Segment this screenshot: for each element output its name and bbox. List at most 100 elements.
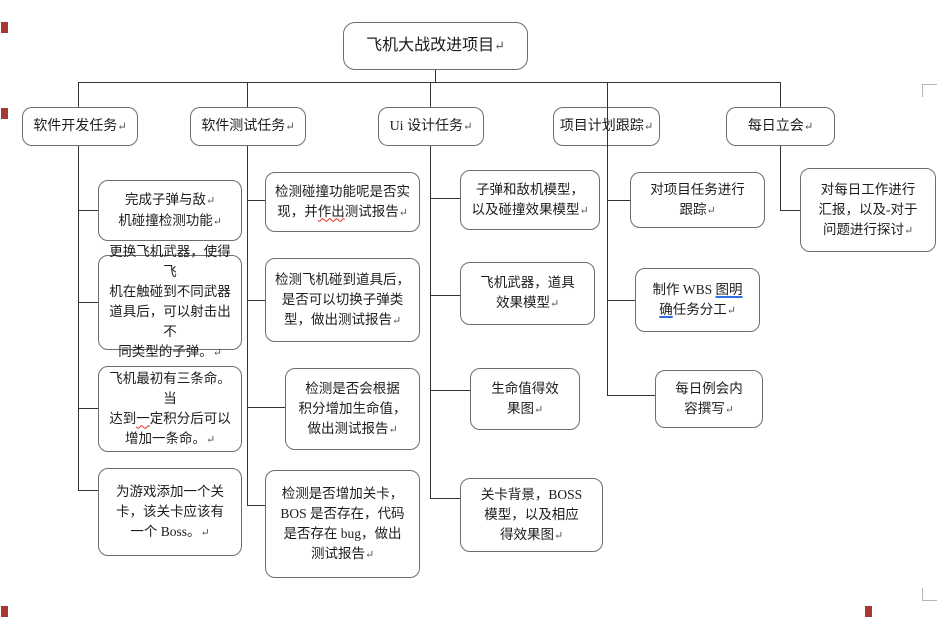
text-line: 汇报，以及-对于 [819,200,918,220]
text-line: 完成子弹与敌↵ [125,190,215,211]
connector-line [78,210,98,211]
dev-task-4[interactable]: 为游戏添加一个关卡，该关卡应该有一个 Boss。↵ [98,468,242,556]
ui-task-2[interactable]: 飞机武器，道具效果模型↵ [460,262,595,325]
text-line: 跟踪↵ [679,200,715,221]
text-line: 机碰撞检测功能↵ [118,211,222,232]
connector-line [780,210,800,211]
text-run: 以及碰撞效果模型 [471,201,580,217]
return-mark-icon: ↵ [285,120,295,133]
connector-line [780,82,781,107]
text-run: 积分增加生命值， [298,400,407,416]
text-line: 卡，该关卡应该有 [116,502,224,522]
text-line: 效果模型↵ [496,293,559,314]
text-line: 是否存在 bug，做出 [283,524,401,544]
branch-software-dev[interactable]: 软件开发任务↵ [22,107,138,146]
connector-line [430,295,460,296]
text-line: 更换飞机武器，使得飞 [103,242,237,282]
text-line: 软件开发任务↵ [33,117,126,137]
text-line: 积分增加生命值， [299,399,407,419]
plan-task-2[interactable]: 制作 WBS 图明确任务分工↵ [635,268,760,332]
text-run: 定积分后可以 [149,410,231,426]
return-mark-icon: ↵ [643,120,654,133]
text-line: 检测碰撞功能呢是否实 [275,182,410,202]
return-mark-icon: ↵ [463,120,473,133]
text-line: 道具后，可以射击出不 [103,302,237,342]
text-run: 制作 WBS [652,281,716,297]
text-line: BOS 是否存在，代码 [280,504,404,524]
text-line: 检测飞机碰到道具后， [275,270,410,290]
text-line: 每日例会内 [675,379,743,399]
connector-line [247,200,265,201]
return-mark-icon: ↵ [803,120,814,133]
connector-line [247,505,265,506]
text-run: 确 [659,301,673,317]
text-line: 为游戏添加一个关 [116,482,224,502]
text-line: 容撰写↵ [684,399,734,420]
ui-task-1[interactable]: 子弹和敌机模型，以及碰撞效果模型↵ [460,170,600,230]
test-task-4[interactable]: 检测是否增加关卡，BOS 是否存在，代码是否存在 bug，做出测试报告↵ [265,470,420,578]
return-mark-icon: ↵ [388,423,398,436]
return-mark-icon: ↵ [903,224,914,237]
text-line: 问题进行探讨↵ [823,220,913,241]
connector-line [607,200,630,201]
text-run: 对每日工作进行 [820,181,916,197]
text-run: 卡，该关卡应该有 [116,503,224,519]
text-line: 同类型的子弹。↵ [118,342,222,363]
text-line: 对项目任务进行 [650,180,745,200]
daily-task-1[interactable]: 对每日工作进行汇报，以及-对于问题进行探讨↵ [800,168,936,252]
branch-plan-tracking[interactable]: 项目计划跟踪↵ [553,107,660,146]
test-task-3[interactable]: 检测是否会根据积分增加生命值，做出测试报告↵ [285,368,420,450]
text-line: 是否可以切换子弹类 [282,290,404,310]
return-mark-icon: ↵ [494,39,505,53]
dev-task-2[interactable]: 更换飞机武器，使得飞机在触碰到不同武器道具后，可以射击出不同类型的子弹。↵ [98,244,242,359]
return-mark-icon: ↵ [726,304,736,317]
text-run: 软件开发任务 [33,118,118,134]
dev-task-3[interactable]: 飞机最初有三条命。当达到一定积分后可以增加一条命。↵ [98,366,242,452]
text-run: 每日例会内 [675,380,743,396]
text-run: 容撰写 [684,400,725,416]
text-line: 飞机武器，道具 [480,273,575,293]
return-mark-icon: ↵ [200,526,210,539]
text-line: 增加一条命。↵ [125,429,215,450]
text-line: 达到一定积分后可以 [109,409,231,429]
branch-daily-meeting[interactable]: 每日立会↵ [726,107,835,146]
text-line: 关卡背景，BOSS [481,485,582,505]
text-run: 项目计划跟踪 [559,118,644,134]
text-run: 任务分工 [672,301,727,317]
text-run: 汇报，以及-对于 [818,201,918,217]
dev-task-1[interactable]: 完成子弹与敌↵机碰撞检测功能↵ [98,180,242,241]
text-run: 飞机大战改进项目 [366,37,495,54]
ui-task-3[interactable]: 生命值得效果图↵ [470,368,580,430]
text-run: 同类型的子弹。 [118,344,213,359]
text-line: 做出测试报告↵ [307,419,397,440]
revision-marker-icon [1,22,8,33]
connector-line [247,407,285,408]
text-run: 问题进行探讨 [822,221,904,237]
plan-task-3[interactable]: 每日例会内容撰写↵ [655,370,763,428]
text-run: 关卡背景，BOSS [480,486,583,502]
text-run: 软件测试任务 [201,118,286,134]
test-task-2[interactable]: 检测飞机碰到道具后，是否可以切换子弹类型，做出测试报告↵ [265,258,420,342]
revision-marker-icon [1,108,8,119]
text-run: 图明 [715,281,743,297]
text-run: 增加一条命。 [124,430,206,446]
text-line: 型，做出测试报告↵ [284,310,401,331]
root-node[interactable]: 飞机大战改进项目↵ [343,22,528,70]
text-run: 机在触碰到不同武器 [109,284,231,299]
text-line: 项目计划跟踪↵ [560,117,653,137]
text-run: 效果模型 [495,295,550,310]
plan-task-1[interactable]: 对项目任务进行跟踪↵ [630,172,765,228]
text-run: BOS 是否存在，代码 [280,505,405,521]
text-run: 机碰撞检测功能 [118,212,213,228]
text-line: 对每日工作进行 [821,180,916,200]
connector-line [247,300,265,301]
text-run: 作出 [317,203,345,219]
branch-software-test[interactable]: 软件测试任务↵ [190,107,306,146]
connector-line [78,302,98,303]
text-run: 道具后，可以射击出不 [109,304,231,339]
connector-line [607,300,635,301]
test-task-1[interactable]: 检测碰撞功能呢是否实现，并作出测试报告↵ [265,172,420,232]
branch-ui-design[interactable]: Ui 设计任务↵ [378,107,484,146]
